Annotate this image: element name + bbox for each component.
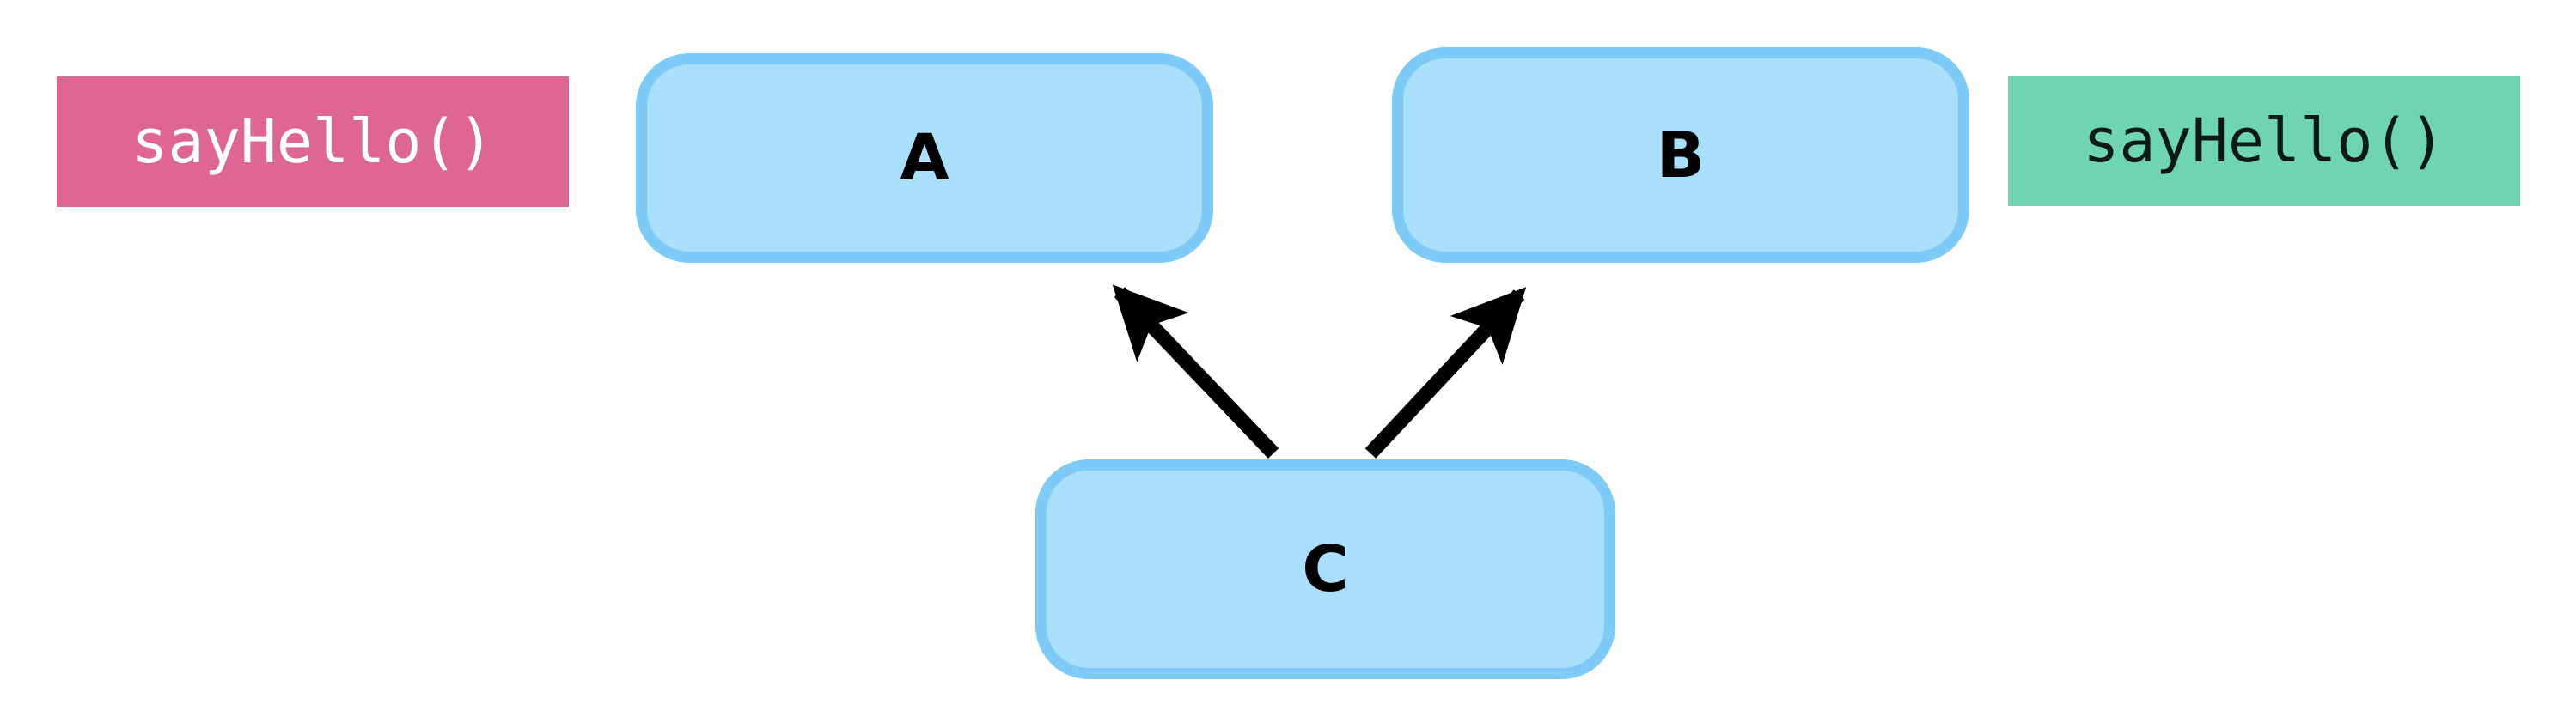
graph-node-a-label: A bbox=[900, 121, 949, 195]
code-label-green-text: sayHello() bbox=[2083, 106, 2445, 176]
edge-c-to-a bbox=[1112, 284, 1279, 459]
graph-node-b-label: B bbox=[1656, 118, 1706, 192]
graph-node-b[interactable]: B bbox=[1392, 47, 1969, 263]
code-label-green: sayHello() bbox=[2008, 76, 2520, 206]
code-label-pink-text: sayHello() bbox=[131, 106, 494, 177]
graph-node-a[interactable]: A bbox=[636, 53, 1213, 263]
edge-c-to-b bbox=[1364, 287, 1527, 459]
code-label-pink: sayHello() bbox=[57, 76, 569, 207]
graph-node-c-label: C bbox=[1302, 532, 1349, 606]
graph-node-c[interactable]: C bbox=[1035, 459, 1615, 679]
